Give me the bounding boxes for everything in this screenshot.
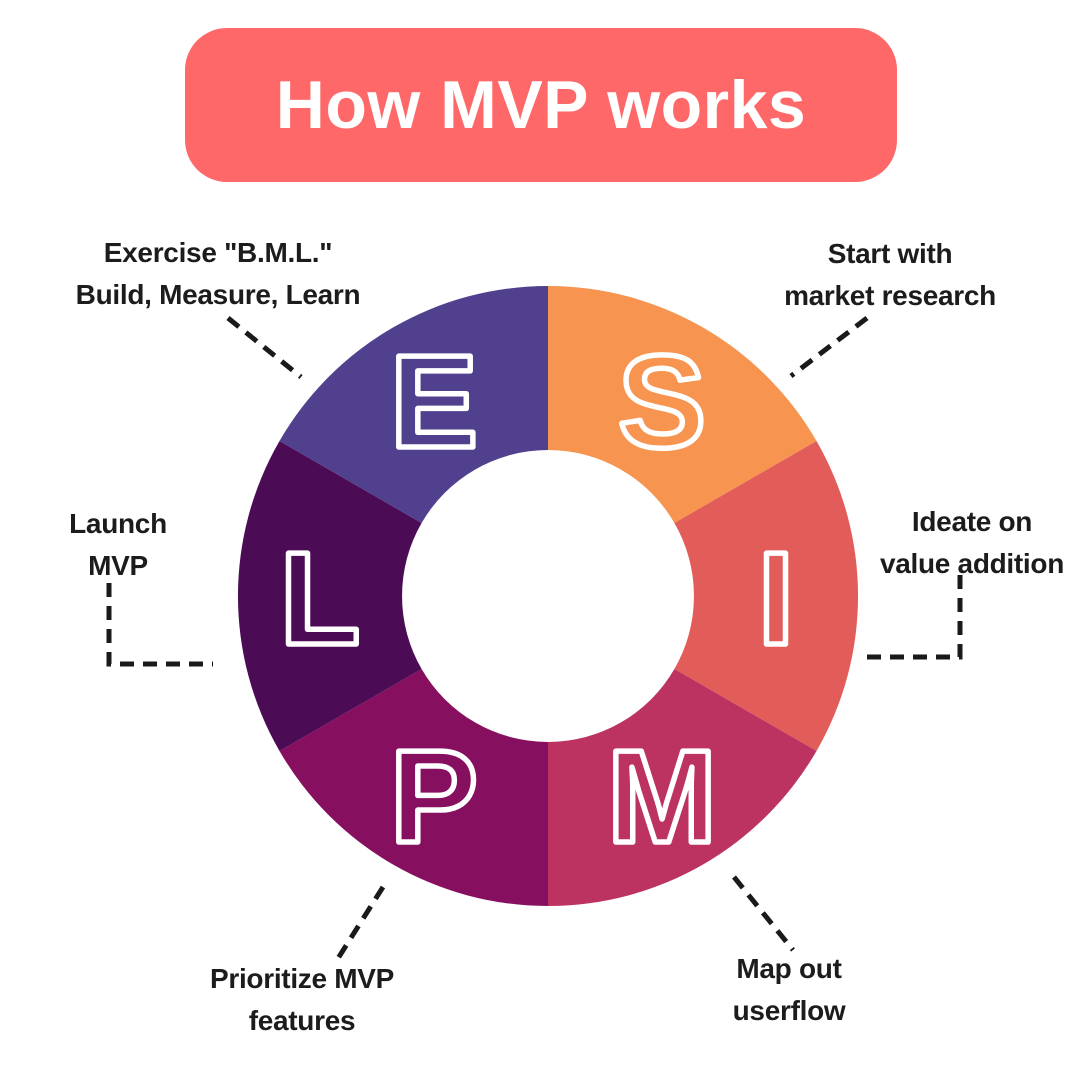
- label-exercise-bml: Exercise "B.M.L." Build, Measure, Learn: [76, 232, 361, 316]
- label-map-out-userflow: Map out userflow: [733, 948, 846, 1032]
- label-prioritize-mvp-features: Prioritize MVP features: [210, 958, 394, 1042]
- connector-line-e: [226, 316, 303, 379]
- connector-line-l: [106, 583, 213, 667]
- connector-line-s: [789, 316, 869, 378]
- segment-letter-e: E: [390, 328, 478, 475]
- label-line: Map out: [736, 953, 842, 984]
- label-launch-mvp: Launch MVP: [69, 503, 167, 587]
- label-line: Ideate on: [911, 506, 1033, 537]
- label-line: market research: [784, 280, 996, 311]
- segment-i: [674, 441, 859, 751]
- label-start-with-market-research: Start with market research: [784, 233, 996, 317]
- title-banner: How MVP works: [185, 28, 897, 182]
- label-line: value addition: [879, 548, 1065, 579]
- segment-m: [548, 669, 817, 906]
- label-line: features: [248, 1005, 356, 1036]
- label-ideate-on-value-addition: Ideate on value addition: [880, 501, 1064, 585]
- connector-line-i: [865, 575, 963, 660]
- connector-line-p: [334, 885, 386, 962]
- segment-letter-i: I: [758, 525, 795, 672]
- label-line: Prioritize MVP: [209, 963, 395, 994]
- segment-e: [279, 286, 548, 523]
- label-line: Exercise "B.M.L.": [103, 237, 333, 268]
- label-line: Start with: [827, 238, 953, 269]
- segment-letter-s: S: [618, 328, 706, 475]
- segment-letter-l: L: [280, 525, 361, 672]
- label-line: Build, Measure, Learn: [75, 279, 361, 310]
- label-line: Launch: [69, 508, 167, 539]
- segment-letter-m: M: [607, 723, 717, 870]
- label-line: MVP: [88, 550, 148, 581]
- segment-l: [237, 441, 422, 751]
- page-title: How MVP works: [275, 67, 807, 143]
- segment-s: [548, 286, 817, 523]
- segment-p: [279, 669, 548, 906]
- label-line: userflow: [732, 995, 846, 1026]
- connector-line-m: [732, 875, 795, 952]
- segment-letter-p: P: [390, 723, 478, 870]
